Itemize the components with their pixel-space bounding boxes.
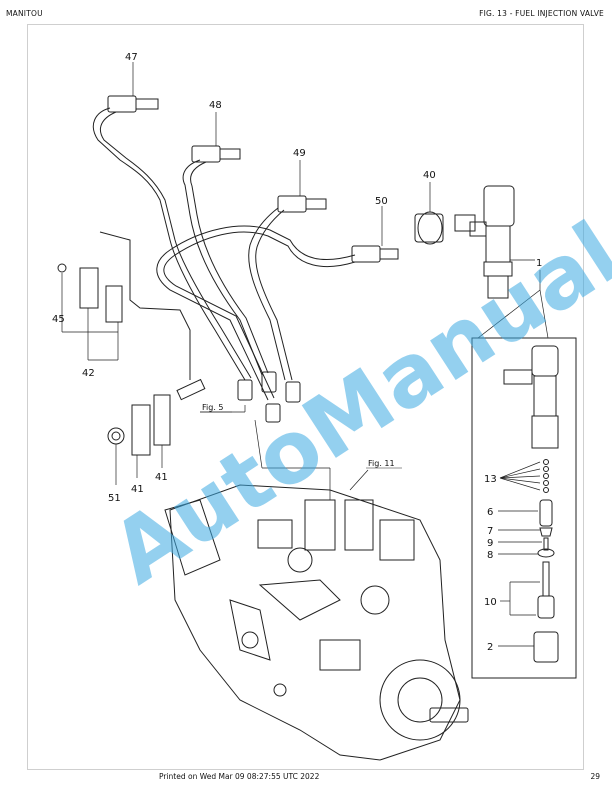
header-figure-title: FIG. 13 - FUEL INJECTION VALVE [479,9,604,18]
callout-50: 50 [375,196,388,207]
figure-ref-5[interactable]: Fig. 5 [202,403,224,412]
callout-49: 49 [293,148,306,159]
header-brand: MANITOU [6,9,43,18]
callout-13: 13 [484,474,497,485]
callout-41-right: 41 [155,472,168,483]
pipe-end-fittings [237,371,301,423]
clamp-leaders [61,62,431,500]
callout-45: 45 [52,314,65,325]
callout-9: 9 [487,538,493,549]
figure-ref-11[interactable]: Fig. 11 [368,459,395,468]
callout-40: 40 [423,170,436,181]
callout-10: 10 [484,597,497,608]
pipe-nut-47 [107,95,159,113]
adapter-40 [414,211,476,245]
pipe-nut-48 [191,145,241,163]
pipe-clamp-parts [57,231,206,456]
print-timestamp: Printed on Wed Mar 09 08:27:55 UTC 2022 [159,772,320,781]
callout-47: 47 [125,52,138,63]
callout-1: 1 [536,258,542,269]
callout-41-left: 41 [131,484,144,495]
pipe-nut-49 [277,195,327,213]
callout-6: 6 [487,507,493,518]
page-number: 29 [590,772,600,781]
injection-pump-body [164,484,469,761]
callout-2: 2 [487,642,493,653]
drawing-frame [27,24,584,770]
pipe-nut-50 [351,245,399,263]
callout-8: 8 [487,550,493,561]
injector-assembly-top [469,185,515,299]
callout-7: 7 [487,526,493,537]
detail-leaders [477,259,549,647]
callout-48: 48 [209,100,222,111]
injector-detail [503,345,559,663]
callout-42: 42 [82,368,95,379]
injector-detail-box [471,337,577,679]
fuel-pipe-bundle [92,107,356,401]
callout-51: 51 [108,493,121,504]
